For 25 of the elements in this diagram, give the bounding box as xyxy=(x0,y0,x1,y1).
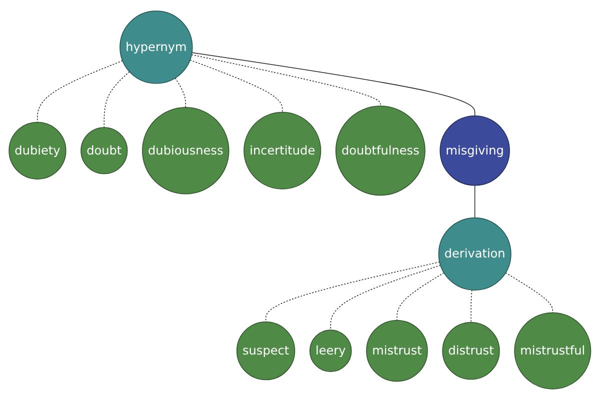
node-circle: incertitude xyxy=(244,112,322,190)
connector xyxy=(174,78,186,108)
node-circle: hypernym xyxy=(120,10,193,84)
node-circle: derivation xyxy=(438,217,512,290)
connector xyxy=(470,290,472,323)
connector xyxy=(505,272,554,314)
connector xyxy=(396,272,444,321)
node-circle: doubtfulness xyxy=(336,106,426,196)
connector xyxy=(474,184,476,218)
connector xyxy=(37,60,124,123)
node-circle: dubiousness xyxy=(142,107,230,194)
node-circle: leery xyxy=(310,330,352,372)
node-circle: mistrust xyxy=(366,320,428,382)
node-circle: doubt xyxy=(80,127,128,174)
node-circle: mistrustful xyxy=(514,312,592,390)
node-circle: misgiving xyxy=(440,116,510,186)
connector xyxy=(190,60,283,113)
connector xyxy=(266,262,440,322)
node-circle: suspect xyxy=(236,322,296,380)
connector xyxy=(104,71,130,128)
node-circle: distrust xyxy=(442,322,500,380)
connector xyxy=(192,52,476,116)
connector xyxy=(191,54,381,106)
node-circle: dubiety xyxy=(8,122,66,180)
connector xyxy=(330,264,441,330)
